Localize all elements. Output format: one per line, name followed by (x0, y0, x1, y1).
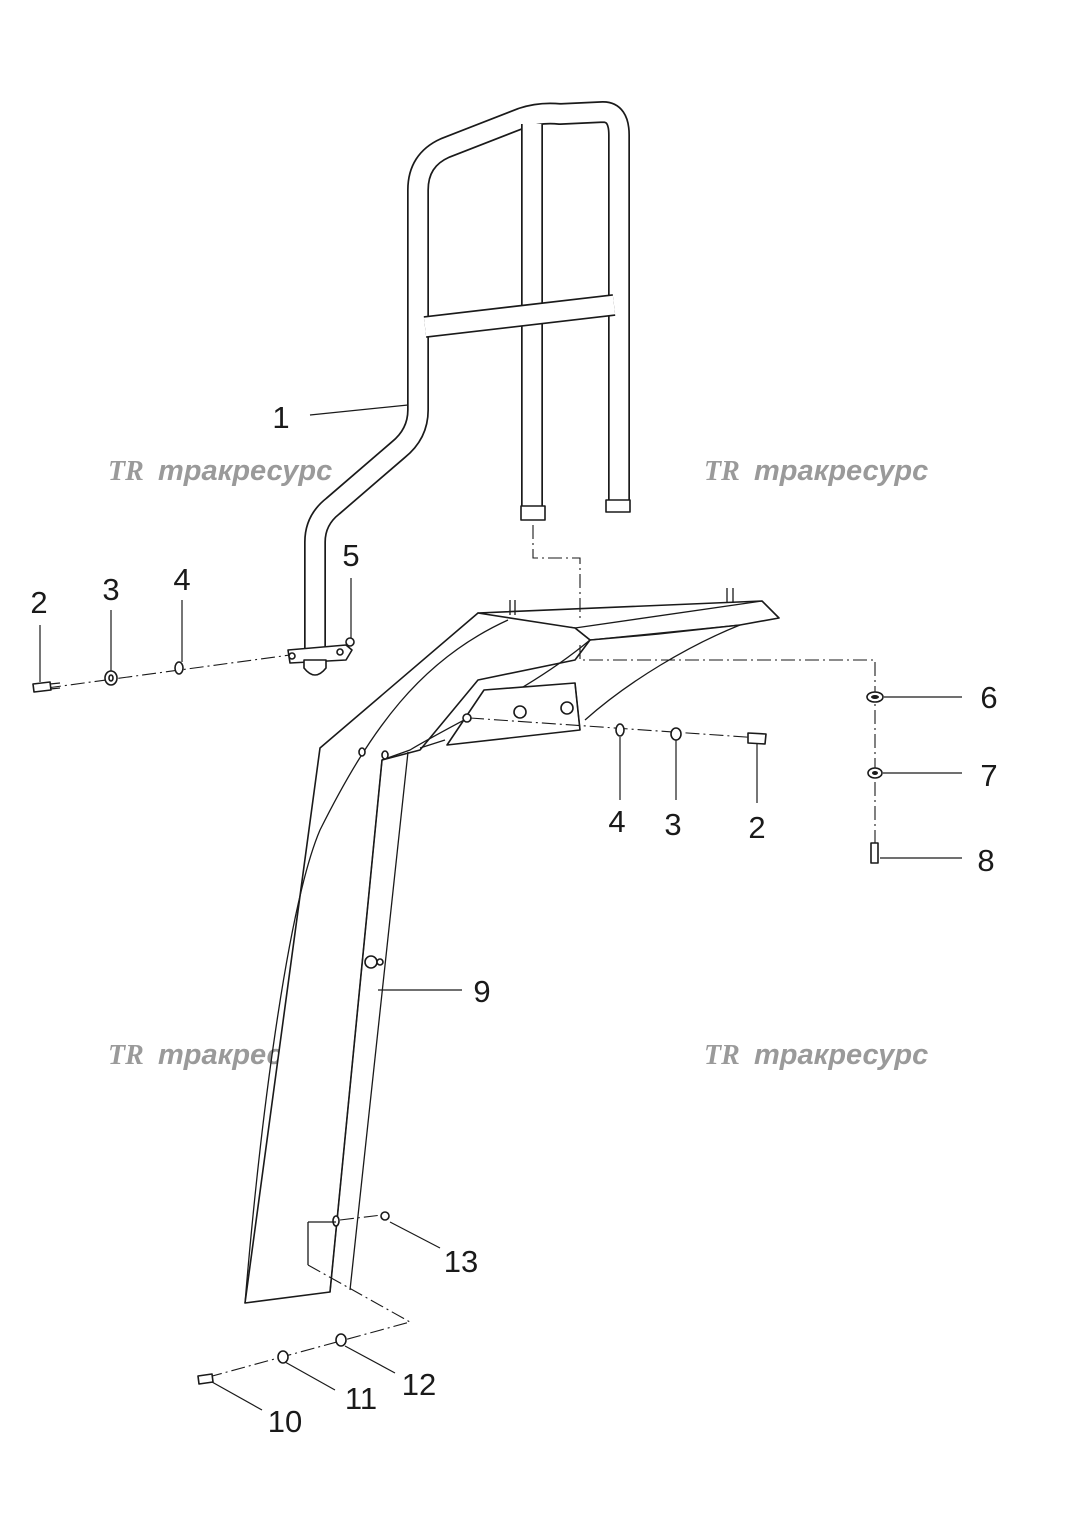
callout-11: 11 (345, 1381, 377, 1416)
callout-12: 12 (402, 1367, 436, 1402)
callout-9: 9 (473, 974, 490, 1009)
callout-10: 10 (268, 1404, 302, 1439)
watermark-top-right: TR тракресурс (704, 455, 928, 487)
handrail-part-1 (287, 101, 631, 676)
watermark-logo: TR (108, 1040, 144, 1071)
watermark-text: тракресурс (754, 1039, 928, 1071)
callout-13: 13 (444, 1244, 478, 1279)
callouts: 1 2 3 4 5 6 7 8 4 3 2 9 10 11 12 13 (30, 400, 997, 1439)
watermark-logo: TR (704, 456, 740, 487)
callout-1: 1 (272, 400, 289, 435)
watermark-text: тракресурс (754, 455, 928, 487)
fender-part-9 (244, 588, 780, 1304)
callout-2-left: 2 (30, 585, 47, 620)
leader-lines (39, 404, 962, 1411)
watermark-logo: TR (704, 1040, 740, 1071)
callout-8: 8 (977, 843, 994, 878)
assembly-axes (46, 525, 876, 1379)
watermark-logo: TR (108, 456, 144, 487)
watermark-top-left: TR тракресурс (108, 455, 332, 487)
callout-3-right: 3 (664, 807, 681, 842)
callout-4-left: 4 (173, 562, 190, 597)
callout-4-right: 4 (608, 804, 625, 839)
callout-7: 7 (980, 758, 997, 793)
callout-6: 6 (980, 680, 997, 715)
watermark-bottom-right: TR тракресурс (704, 1039, 928, 1071)
watermark-text: тракресурс (158, 455, 332, 487)
fasteners (32, 637, 884, 1385)
callout-5: 5 (342, 538, 359, 573)
callout-2-right: 2 (748, 810, 765, 845)
callout-3-left: 3 (102, 572, 119, 607)
